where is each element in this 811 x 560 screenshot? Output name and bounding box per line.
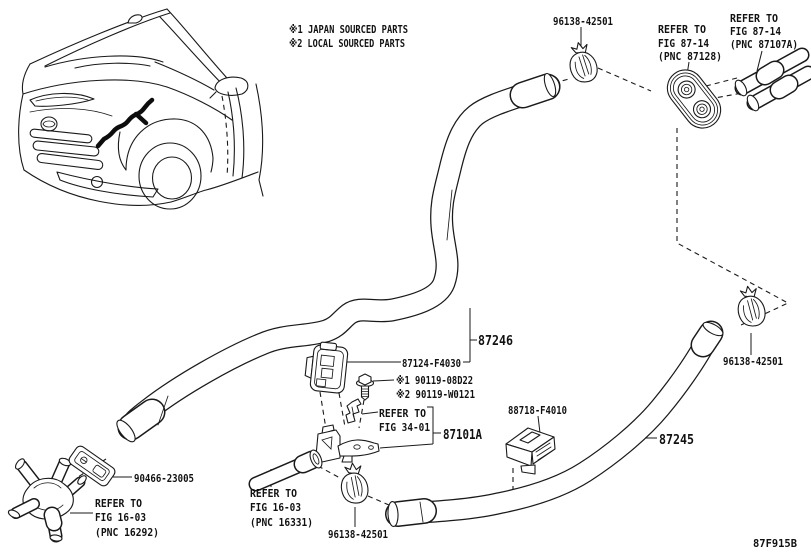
heater-water-pipes	[734, 47, 811, 112]
hose-grommet	[304, 341, 349, 394]
label-refer-clip-2: FIG 34-01	[379, 422, 430, 434]
heater-hose-outlet-87245	[385, 320, 724, 528]
label-refer-heater-pipe-2: FIG 87-14	[730, 26, 781, 38]
label-bolt-local: ※2 90119-W0121	[396, 389, 475, 401]
engine-pipe-end	[248, 449, 323, 492]
label-bolt-japan: ※1 90119-08D22	[396, 375, 473, 387]
side-mirror	[214, 76, 249, 96]
hose-clamp-right	[732, 283, 769, 330]
label-clamp-bottom: 96138-42501	[328, 529, 388, 541]
plate-clamp	[68, 445, 116, 487]
label-bracket: 87101A	[443, 428, 482, 443]
label-refer-valve-2: FIG 16-03	[95, 512, 146, 524]
headlight	[29, 92, 95, 107]
label-hose-outlet: 87245	[659, 433, 694, 448]
heater-hose-inlet-87246	[116, 72, 561, 443]
leader-lines	[70, 27, 763, 527]
diagram-code: 87F915B	[753, 538, 797, 550]
hose-clip	[345, 398, 362, 424]
label-joint: 88718-F4010	[508, 405, 567, 417]
front-wheel	[138, 142, 202, 210]
label-refer-heater-pipe-1: REFER TO	[730, 13, 778, 25]
labels: ※1 JAPAN SOURCED PARTS ※2 LOCAL SOURCED …	[95, 13, 798, 550]
label-refer-pipe-2: FIG 16-03	[250, 502, 301, 514]
label-grommet: 87124-F4030	[402, 358, 461, 370]
label-plate-clamp: 90466-23005	[134, 473, 194, 485]
label-hose-inlet: 87246	[478, 334, 513, 349]
label-refer-heater-core-2: FIG 87-14	[658, 38, 709, 50]
water-joint	[505, 427, 556, 475]
fog-lamp	[90, 175, 104, 189]
label-clamp-top: 96138-42501	[553, 16, 613, 28]
label-refer-pipe-3: (PNC 16331)	[250, 517, 313, 529]
water-valve	[7, 457, 87, 543]
label-refer-clip-1: REFER TO	[379, 408, 426, 420]
hose-clamp-top	[563, 39, 601, 86]
label-clamp-right: 96138-42501	[723, 356, 783, 368]
legend-japan-sourced: ※1 JAPAN SOURCED PARTS	[289, 24, 408, 36]
heater-core-port-flange	[666, 69, 722, 129]
label-refer-valve-3: (PNC 16292)	[95, 527, 159, 539]
hose-bracket-stay	[315, 424, 380, 463]
legend-local-sourced: ※2 LOCAL SOURCED PARTS	[289, 38, 405, 50]
label-refer-valve-1: REFER TO	[95, 498, 142, 510]
label-refer-heater-core-3: (PNC 87128)	[658, 51, 722, 63]
hose-clamp-bottom	[337, 460, 371, 506]
vehicle-illustration	[18, 8, 264, 210]
hose-location-highlight	[95, 97, 155, 149]
label-refer-heater-pipe-3: (PNC 87107A)	[730, 39, 798, 51]
label-refer-heater-core-1: REFER TO	[658, 24, 706, 36]
flange-bolt	[355, 373, 375, 401]
label-refer-pipe-1: REFER TO	[250, 488, 297, 500]
